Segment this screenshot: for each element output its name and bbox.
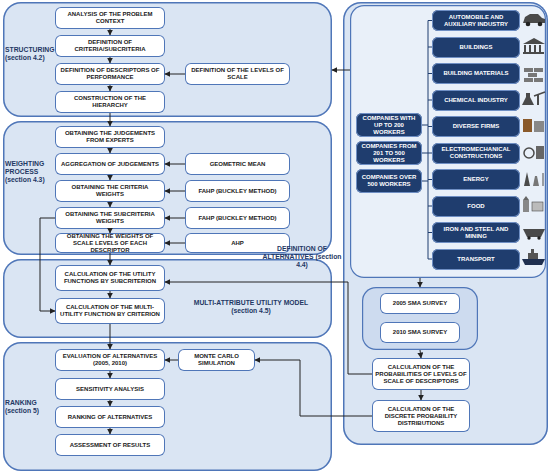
- box-label: CHEMICAL INDUSTRY: [444, 97, 508, 104]
- box-label: COMPANIES OVER 500 WORKERS: [359, 174, 419, 188]
- company-size-box: COMPANIES WITH UP TO 200 WORKERS: [356, 113, 422, 137]
- section-panel: MULTI-ATTRIBUTE UTILITY MODEL (section 4…: [3, 259, 332, 338]
- process-box: AGGREGATION OF JUDGEMENTS: [55, 153, 165, 175]
- box-label: COMPANIES WITH UP TO 200 WORKERS: [359, 115, 419, 136]
- panel-heading: MULTI-ATTRIBUTE UTILITY MODEL (section 4…: [182, 292, 320, 322]
- box-label: FAHP (BUCKLEY METHOD): [198, 188, 276, 195]
- company-size-box: COMPANIES OVER 500 WORKERS: [356, 169, 422, 193]
- process-box: SENSITIVITY ANALYSIS: [55, 378, 165, 400]
- process-box: RANKING OF ALTERNATIVES: [55, 406, 165, 428]
- sector-box: TRANSPORT: [432, 249, 520, 270]
- process-box: EVALUATION OF ALTERNATIVES (2005, 2010): [55, 349, 165, 371]
- box-label: FAHP (BUCKLEY METHOD): [198, 215, 276, 222]
- box-label: COMPANIES FROM 201 TO 500 WORKERS: [359, 143, 419, 164]
- box-label: CALCULATION OF THE MULTI-UTILITY FUNCTIO…: [58, 304, 162, 318]
- box-label: CONSTRUCTION OF THE HIERARCHY: [58, 95, 162, 109]
- panel-heading: STRUCTURING (section 4.2): [5, 34, 55, 74]
- box-label: DEFINITION OF THE LEVELS OF SCALE: [188, 67, 287, 81]
- sector-box: DIVERSE FIRMS: [432, 116, 520, 137]
- box-label: OBTAINING THE WEIGHTS OF SCALE LEVELS OF…: [58, 233, 162, 254]
- box-label: AHP: [231, 240, 244, 247]
- box-label: OBTAINING THE CRITERIA WEIGHTS: [58, 184, 162, 198]
- box-label: BUILDINGS: [460, 44, 493, 51]
- box-label: 2010 SMA SURVEY: [393, 329, 447, 336]
- box-label: AGGREGATION OF JUDGEMENTS: [61, 161, 159, 168]
- box-label: GEOMETRIC MEAN: [210, 161, 266, 168]
- process-box: OBTAINING THE WEIGHTS OF SCALE LEVELS OF…: [55, 233, 165, 253]
- survey-group: 2005 SMA SURVEY 2010 SMA SURVEY: [362, 287, 478, 350]
- box-label: IRON AND STEEL AND MINING: [435, 226, 517, 240]
- process-box: CALCULATION OF THE PROBABILITIES OF LEVE…: [372, 358, 470, 390]
- process-box: FAHP (BUCKLEY METHOD): [185, 207, 290, 229]
- process-box: DEFINITION OF DESCRIPTORS OF PERFORMANCE: [55, 63, 165, 85]
- sector-box: BUILDINGS: [432, 37, 520, 58]
- box-label: CALCULATION OF THE UTILITY FUNCTIONS BY …: [58, 271, 162, 285]
- process-box: OBTAINING THE CRITERIA WEIGHTS: [55, 180, 165, 202]
- process-box: GEOMETRIC MEAN: [185, 153, 290, 175]
- sector-box: CHEMICAL INDUSTRY: [432, 90, 520, 111]
- box-label: 2005 SMA SURVEY: [393, 300, 447, 307]
- process-box: MONTE CARLO SIMULATION: [178, 349, 255, 371]
- process-box: CONSTRUCTION OF THE HIERARCHY: [55, 91, 165, 113]
- box-label: EVALUATION OF ALTERNATIVES (2005, 2010): [58, 353, 162, 367]
- section-panel: RANKING (section 5) EVALUATION OF ALTERNA…: [3, 342, 332, 471]
- box-label: CALCULATION OF THE DISCRETE PROBABILITY …: [375, 406, 467, 427]
- box-label: CALCULATION OF THE PROBABILITIES OF LEVE…: [375, 364, 467, 385]
- panel-heading: DEFINITION OF ALTERNATIVES (section 4.4): [262, 240, 342, 274]
- box-label: DEFINITION OF CRITERIA/SUBCRITERIA: [58, 39, 162, 53]
- box-label: MONTE CARLO SIMULATION: [181, 353, 252, 367]
- sector-box: IRON AND STEEL AND MINING: [432, 222, 520, 243]
- box-label: BUILDING MATERIALS: [443, 70, 508, 77]
- box-label: TRANSPORT: [457, 256, 494, 263]
- sector-box: FOOD: [432, 196, 520, 217]
- process-box: 2010 SMA SURVEY: [380, 322, 460, 343]
- sector-box: BUILDING MATERIALS: [432, 63, 520, 84]
- process-box: DEFINITION OF CRITERIA/SUBCRITERIA: [55, 35, 165, 57]
- sector-box: ELECTROMECHANICAL CONSTRUCTIONS: [432, 143, 520, 164]
- box-label: AUTOMOBILE AND AUXILIARY INDUSTRY: [435, 14, 517, 28]
- process-box: OBTAINING THE JUDGEMENTS FROM EXPERTS: [55, 126, 165, 148]
- sector-box: AUTOMOBILE AND AUXILIARY INDUSTRY: [432, 10, 520, 31]
- process-box: FAHP (BUCKLEY METHOD): [185, 180, 290, 202]
- box-label: ENERGY: [463, 176, 488, 183]
- sector-group: COMPANIES WITH UP TO 200 WORKERS COMPANIE…: [350, 5, 546, 278]
- panel-heading: WEIGHTING PROCESS (section 4.3): [5, 150, 55, 194]
- box-label: RANKING OF ALTERNATIVES: [68, 414, 153, 421]
- box-label: ANALYSIS OF THE PROBLEM CONTEXT: [58, 11, 162, 25]
- box-label: SENSITIVITY ANALYSIS: [76, 386, 144, 393]
- box-label: ELECTROMECHANICAL CONSTRUCTIONS: [435, 146, 517, 160]
- box-label: OBTAINING THE JUDGEMENTS FROM EXPERTS: [58, 130, 162, 144]
- process-box: CALCULATION OF THE DISCRETE PROBABILITY …: [372, 400, 470, 432]
- box-label: FOOD: [467, 203, 484, 210]
- panel-heading: RANKING (section 5): [5, 392, 55, 422]
- box-label: DEFINITION OF DESCRIPTORS OF PERFORMANCE: [58, 67, 162, 81]
- section-panel: WEIGHTING PROCESS (section 4.3)OBTAINING…: [3, 121, 332, 255]
- box-label: ASSESSMENT OF RESULTS: [70, 442, 151, 449]
- process-box: ASSESSMENT OF RESULTS: [55, 434, 165, 456]
- process-box: OBTAINING THE SUBCRITERIA WEIGHTS: [55, 207, 165, 229]
- section-panel: STRUCTURING (section 4.2)ANALYSIS OF THE…: [3, 2, 332, 117]
- sector-box: ENERGY: [432, 169, 520, 190]
- process-box: 2005 SMA SURVEY: [380, 293, 460, 314]
- section-panel: DEFINITION OF ALTERNATIVES (section 4.4)…: [343, 2, 548, 445]
- process-box: DEFINITION OF THE LEVELS OF SCALE: [185, 63, 290, 85]
- process-box: ANALYSIS OF THE PROBLEM CONTEXT: [55, 7, 165, 29]
- process-box: CALCULATION OF THE MULTI-UTILITY FUNCTIO…: [55, 298, 165, 324]
- company-size-box: COMPANIES FROM 201 TO 500 WORKERS: [356, 141, 422, 165]
- process-box: AHP: [185, 233, 290, 253]
- process-box: CALCULATION OF THE UTILITY FUNCTIONS BY …: [55, 265, 165, 291]
- box-label: OBTAINING THE SUBCRITERIA WEIGHTS: [58, 211, 162, 225]
- box-label: DIVERSE FIRMS: [453, 123, 500, 130]
